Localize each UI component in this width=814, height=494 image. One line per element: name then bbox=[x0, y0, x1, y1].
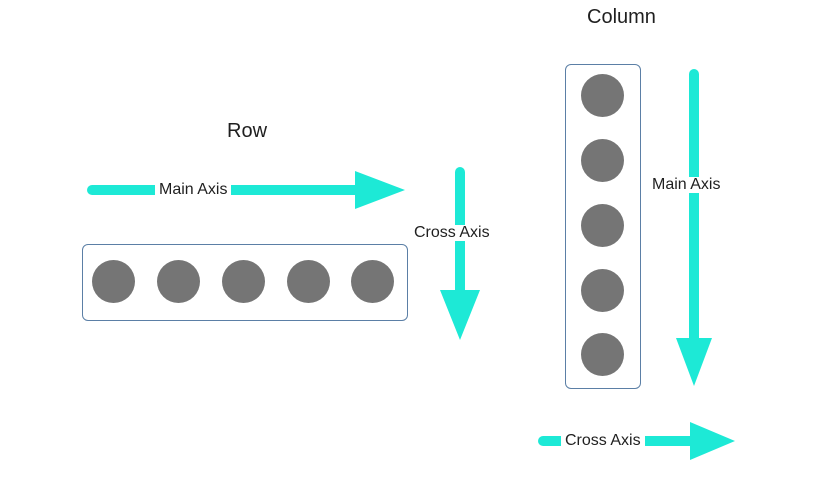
row-item bbox=[157, 260, 200, 303]
column-item bbox=[581, 269, 624, 312]
column-title: Column bbox=[587, 6, 656, 28]
row-cross-axis-arrow bbox=[440, 167, 480, 340]
row-title: Row bbox=[227, 120, 268, 142]
row-main-axis-arrow bbox=[87, 171, 405, 209]
column-cross-axis-label: Cross Axis bbox=[561, 433, 645, 449]
column-main-axis-arrow bbox=[676, 69, 712, 386]
row-item bbox=[351, 260, 394, 303]
row-item bbox=[222, 260, 265, 303]
column-container bbox=[565, 64, 641, 389]
row-item bbox=[287, 260, 330, 303]
column-item bbox=[581, 74, 624, 117]
row-main-axis-label: Main Axis bbox=[155, 182, 232, 198]
row-container bbox=[82, 244, 408, 321]
column-main-axis-label: Main Axis bbox=[648, 177, 725, 193]
column-item bbox=[581, 204, 624, 247]
row-cross-axis-label: Cross Axis bbox=[410, 225, 494, 241]
row-item bbox=[92, 260, 135, 303]
column-item bbox=[581, 139, 624, 182]
column-item bbox=[581, 333, 624, 376]
